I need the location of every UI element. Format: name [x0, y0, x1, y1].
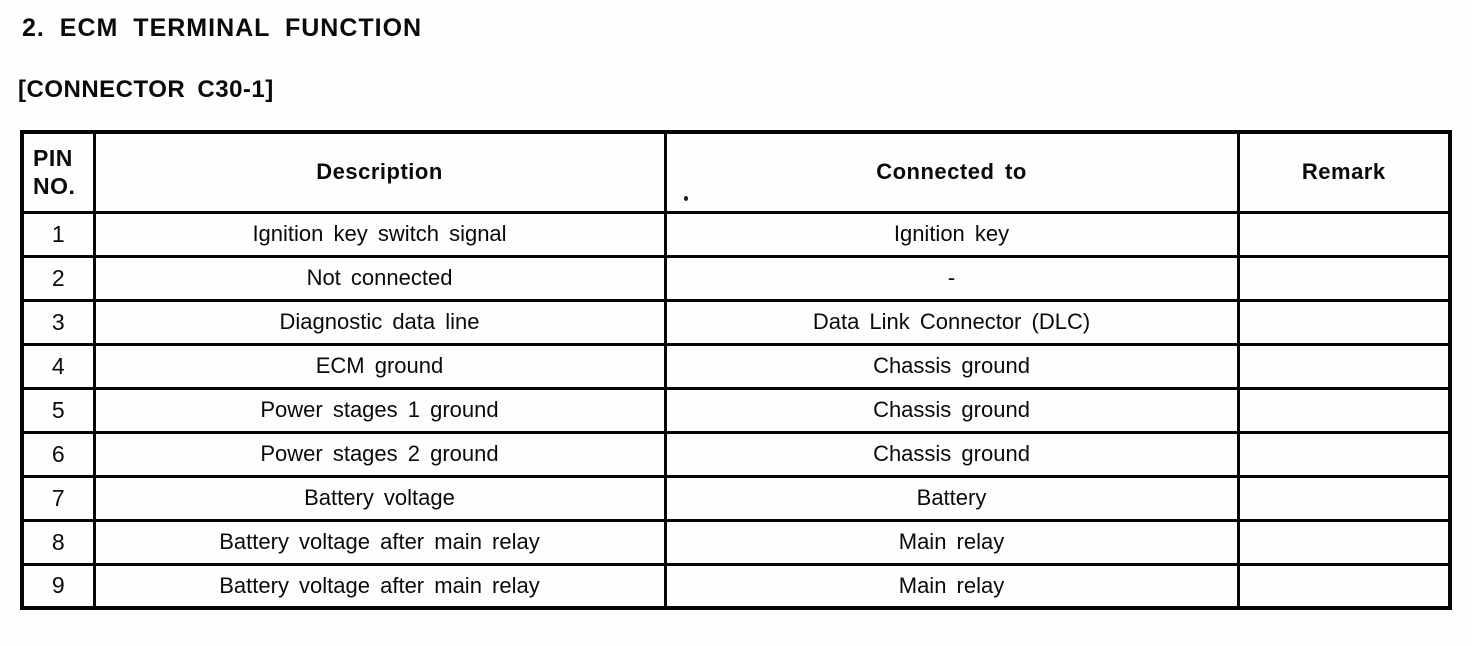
description-cell: Power stages 2 ground [92, 430, 667, 478]
table-row: 6 Power stages 2 ground Chassis ground [20, 430, 1452, 478]
pin-cell: 7 [20, 474, 96, 522]
connected-to-cell: Main relay [663, 562, 1240, 610]
pin-cell: 6 [20, 430, 96, 478]
description-cell: ECM ground [92, 342, 667, 390]
remark-cell [1236, 210, 1452, 258]
connected-to-cell: Chassis ground [663, 430, 1240, 478]
description-cell: Power stages 1 ground [92, 386, 667, 434]
table-row: 2 Not connected - [20, 254, 1452, 302]
pin-cell: 1 [20, 210, 96, 258]
remark-cell [1236, 474, 1452, 522]
table-row: 3 Diagnostic data line Data Link Connect… [20, 298, 1452, 346]
table-header-row: PIN NO. Description Connected to Remark [20, 130, 1452, 214]
description-cell: Diagnostic data line [92, 298, 667, 346]
connector-subtitle: [CONNECTOR C30-1] [18, 76, 274, 103]
remark-cell [1236, 342, 1452, 390]
description-cell: Battery voltage after main relay [92, 518, 667, 566]
connected-to-cell: Chassis ground [663, 342, 1240, 390]
description-cell: Battery voltage after main relay [92, 562, 667, 610]
description-cell: Ignition key switch signal [92, 210, 667, 258]
pin-cell: 8 [20, 518, 96, 566]
scan-speck [684, 196, 688, 201]
connected-to-cell: Data Link Connector (DLC) [663, 298, 1240, 346]
pin-cell: 2 [20, 254, 96, 302]
page-title: 2. ECM TERMINAL FUNCTION [22, 14, 423, 42]
remark-header: Remark [1236, 130, 1452, 214]
connected-to-cell: Chassis ground [663, 386, 1240, 434]
remark-cell [1236, 254, 1452, 302]
ecm-terminal-table: PIN NO. Description Connected to Remark … [20, 130, 1452, 610]
description-cell: Battery voltage [92, 474, 667, 522]
table-row: 8 Battery voltage after main relay Main … [20, 518, 1452, 566]
table-row: 9 Battery voltage after main relay Main … [20, 562, 1452, 610]
remark-cell [1236, 298, 1452, 346]
connected-to-cell: Ignition key [663, 210, 1240, 258]
description-cell: Not connected [92, 254, 667, 302]
remark-cell [1236, 430, 1452, 478]
connected-to-header: Connected to [663, 130, 1240, 214]
remark-cell [1236, 562, 1452, 610]
connected-to-cell: - [663, 254, 1240, 302]
remark-cell [1236, 386, 1452, 434]
description-header: Description [92, 130, 667, 214]
connected-to-cell: Main relay [663, 518, 1240, 566]
remark-cell [1236, 518, 1452, 566]
table-row: 7 Battery voltage Battery [20, 474, 1452, 522]
pin-cell: 4 [20, 342, 96, 390]
table-row: 4 ECM ground Chassis ground [20, 342, 1452, 390]
table-row: 1 Ignition key switch signal Ignition ke… [20, 210, 1452, 258]
table-row: 5 Power stages 1 ground Chassis ground [20, 386, 1452, 434]
pin-no-header: PIN NO. [20, 130, 96, 214]
pin-cell: 3 [20, 298, 96, 346]
connected-to-cell: Battery [663, 474, 1240, 522]
pin-cell: 5 [20, 386, 96, 434]
pin-cell: 9 [20, 562, 96, 610]
